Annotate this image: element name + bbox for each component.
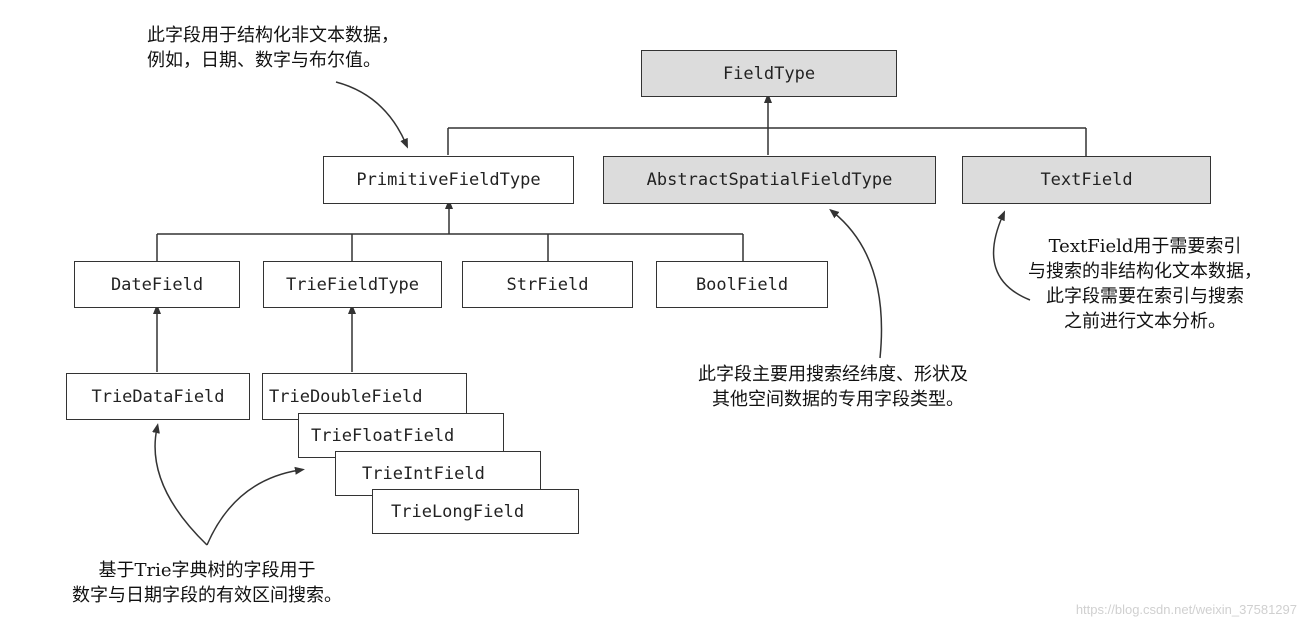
node-trieintfield: TrieIntField <box>335 451 541 496</box>
node-trielongfield: TrieLongField <box>372 489 579 534</box>
primitive-note-arrow <box>335 81 408 149</box>
node-triefloatfield: TrieFloatField <box>298 413 504 458</box>
note-spatial: 此字段主要用搜索经纬度、形状及 其他空间数据的专用字段类型。 <box>698 364 968 410</box>
textfield-note-arrow <box>992 210 1031 301</box>
spatial-note-arrow <box>829 208 883 359</box>
node-abstract-spatial-field-type: AbstractSpatialFieldType <box>603 156 936 204</box>
node-fieldtype: FieldType <box>641 50 897 97</box>
watermark: https://blog.csdn.net/weixin_37581297 <box>1075 602 1297 617</box>
node-strfield: StrField <box>462 261 633 308</box>
trie-note-arrow-right <box>206 466 305 546</box>
node-datefield: DateField <box>74 261 240 308</box>
node-triedatafield: TrieDataField <box>66 373 250 420</box>
note-primitive: 此字段用于结构化非文本数据， 例如，日期、数字与布尔值。 <box>147 25 399 71</box>
node-triefieldtype: TrieFieldType <box>263 261 442 308</box>
trie-note-arrow-left <box>152 423 208 546</box>
node-primitive-field-type: PrimitiveFieldType <box>323 156 574 204</box>
note-trie: 基于Trie字典树的字段用于 数字与日期字段的有效区间搜索。 <box>72 560 342 606</box>
node-boolfield: BoolField <box>656 261 828 308</box>
node-triedoublefield: TrieDoubleField <box>262 373 467 420</box>
node-textfield: TextField <box>962 156 1211 204</box>
note-textfield: TextField用于需要索引 与搜索的非结构化文本数据， 此字段需要在索引与搜… <box>1028 236 1262 332</box>
